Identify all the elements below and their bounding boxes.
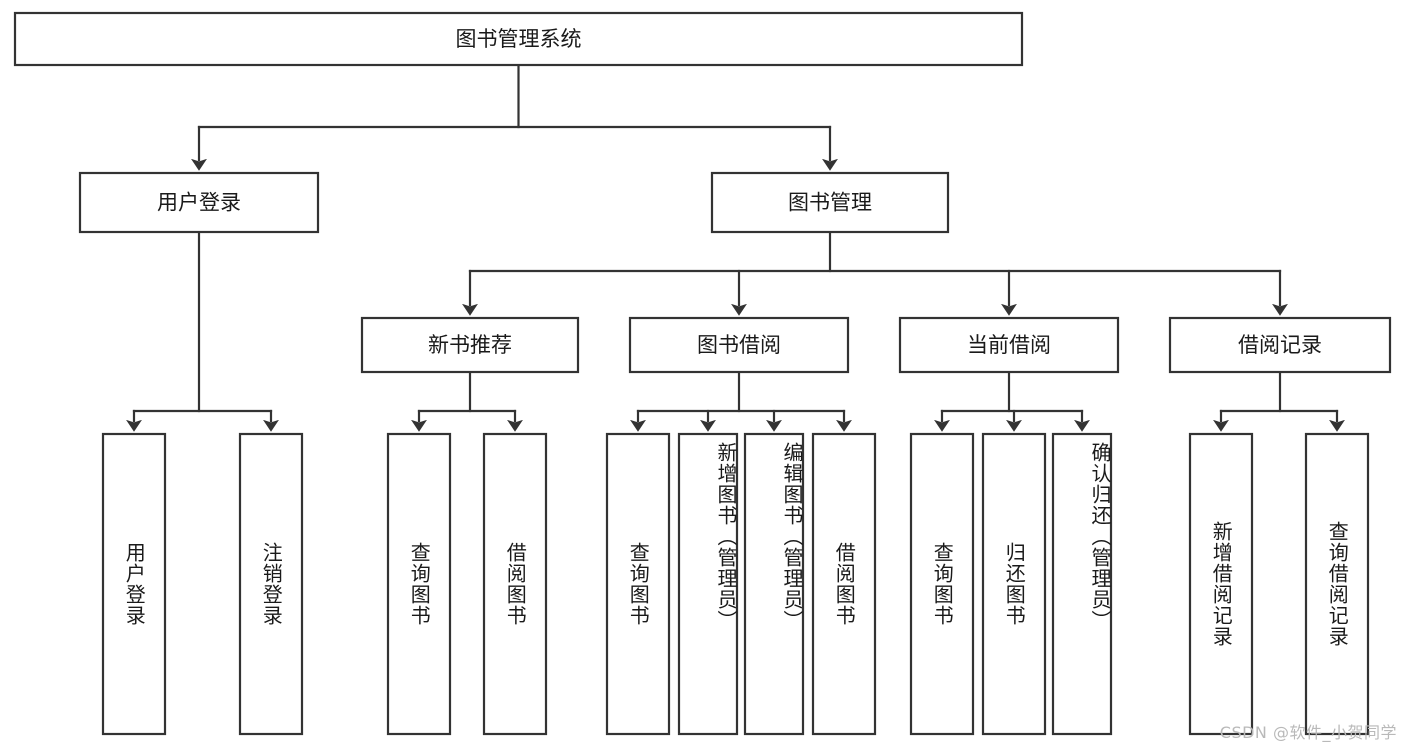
- boxes-layer: [13, 11, 1392, 736]
- watermark-text: CSDN @软件_小贺同学: [1219, 723, 1397, 742]
- level2-node-label-current-borrow: 当前借阅: [967, 333, 1051, 357]
- level2-node-book-borrow: [628, 316, 850, 374]
- root-node-root: [13, 11, 1024, 67]
- connectors-layer: [126, 63, 1345, 432]
- leaf-node-leaf-query-borrow-record: [1304, 432, 1370, 736]
- leaf-node-leaf-add-borrow-record: [1188, 432, 1254, 736]
- leaf-node-leaf-logout: [238, 432, 304, 736]
- leaf-node-leaf-query-book-borrow: [605, 432, 671, 736]
- level2-node-new-book-recommend: [360, 316, 580, 374]
- level2-node-current-borrow: [898, 316, 1120, 374]
- level1-node-book-manage: [710, 171, 950, 234]
- leaf-node-leaf-borrow-book: [811, 432, 877, 736]
- leaf-node-leaf-borrow-book-recommend: [482, 432, 548, 736]
- level1-node-label-book-manage: 图书管理: [788, 191, 872, 215]
- leaf-node-leaf-query-book-current: [909, 432, 975, 736]
- level2-node-label-borrow-record: 借阅记录: [1238, 333, 1322, 357]
- level2-node-label-book-borrow: 图书借阅: [697, 333, 781, 357]
- level1-node-label-user-login: 用户登录: [157, 191, 241, 215]
- level2-node-borrow-record: [1168, 316, 1392, 374]
- leaf-node-leaf-confirm-return: [1051, 432, 1113, 736]
- leaf-node-leaf-return-book: [981, 432, 1047, 736]
- leaf-node-leaf-add-book: [677, 432, 739, 736]
- leaf-node-leaf-user-login: [101, 432, 167, 736]
- level1-node-user-login: [78, 171, 320, 234]
- leaf-node-leaf-query-book-recommend: [386, 432, 452, 736]
- leaf-node-leaf-edit-book: [743, 432, 805, 736]
- level2-node-label-new-book-recommend: 新书推荐: [428, 333, 512, 357]
- root-node-label-root: 图书管理系统: [456, 27, 582, 51]
